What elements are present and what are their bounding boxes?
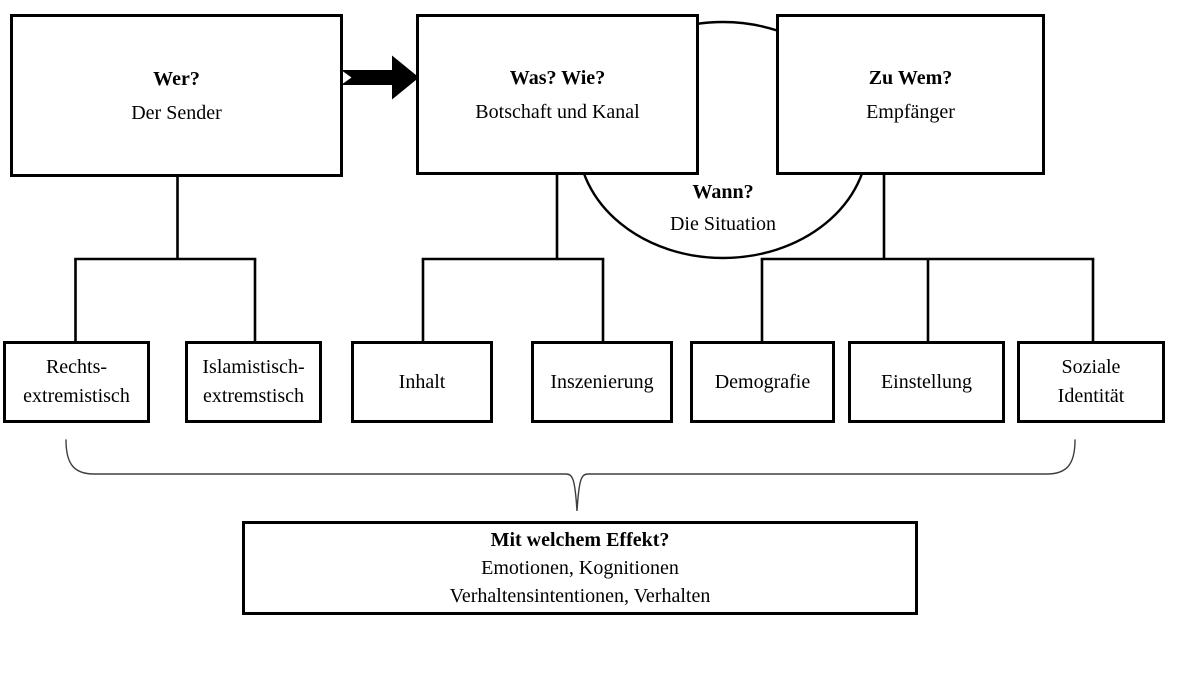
child-label: Islamistisch- extremstisch: [202, 356, 305, 407]
child-label: Einstellung: [880, 370, 973, 393]
connector-receiver-children: [760, 174, 1095, 342]
child-label: Inhalt: [398, 370, 446, 393]
child-label: Inszenierung: [550, 370, 654, 393]
node-effect-line1: Emotionen, Kognitionen: [481, 557, 679, 579]
node-message-title: Was? Wie?: [509, 66, 606, 89]
node-effect: Mit welchem Effekt? Emotionen, Kognition…: [242, 521, 918, 615]
node-effect-line2: Verhaltensintentionen, Verhalten: [449, 585, 711, 607]
node-message-channel: Was? Wie? Botschaft und Kanal: [416, 14, 699, 175]
node-inszenierung: Inszenierung: [531, 341, 673, 423]
node-sender-title: Wer?: [153, 67, 200, 90]
child-label: Soziale Identität: [1057, 356, 1125, 407]
arrow-right-icon: [341, 55, 419, 100]
node-receiver-subtitle: Empfänger: [866, 100, 955, 123]
connector-message-children: [421, 174, 605, 342]
node-receiver-title: Zu Wem?: [868, 66, 953, 89]
node-effect-title: Mit welchem Effekt?: [490, 529, 670, 551]
node-sender-subtitle: Der Sender: [131, 101, 222, 124]
node-inhalt: Inhalt: [351, 341, 493, 423]
connector-sender-children: [74, 176, 257, 342]
node-demografie: Demografie: [690, 341, 835, 423]
node-situation-title: Wann?: [692, 181, 754, 203]
node-situation: Wann? Die Situation: [623, 176, 823, 240]
node-islamistisch-extremstisch: Islamistisch- extremstisch: [185, 341, 322, 423]
node-soziale-identitaet: Soziale Identität: [1017, 341, 1165, 423]
child-label: Rechts- extremistisch: [23, 356, 130, 407]
node-sender: Wer? Der Sender: [10, 14, 343, 177]
node-rechts-extremistisch: Rechts- extremistisch: [3, 341, 150, 423]
curly-brace: [65, 439, 1076, 512]
node-situation-subtitle: Die Situation: [669, 213, 777, 235]
node-receiver: Zu Wem? Empfänger: [776, 14, 1045, 175]
child-label: Demografie: [714, 370, 811, 393]
node-einstellung: Einstellung: [848, 341, 1005, 423]
node-message-subtitle: Botschaft und Kanal: [475, 100, 640, 123]
